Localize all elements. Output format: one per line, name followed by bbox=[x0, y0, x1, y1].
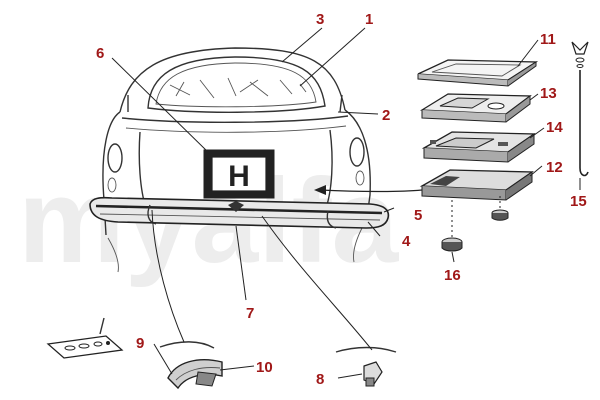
taillights bbox=[107, 137, 365, 193]
callout-10: 10 bbox=[256, 359, 273, 376]
leader-lines bbox=[111, 27, 581, 379]
bumper-guard-rubber bbox=[167, 359, 223, 390]
bumper-bracket-arcs bbox=[159, 341, 397, 353]
tray-14 bbox=[421, 131, 537, 163]
callout-numbers: 1 2 3 4 5 6 7 8 9 10 11 12 13 14 15 16 bbox=[96, 11, 587, 388]
wing-nut-rod bbox=[571, 41, 589, 177]
tray-insert-13 bbox=[419, 93, 532, 123]
callout-11: 11 bbox=[540, 31, 556, 48]
callout-9: 9 bbox=[136, 335, 144, 352]
rubber-grommets bbox=[441, 209, 509, 252]
callout-7: 7 bbox=[246, 305, 254, 322]
license-plate-holder: H bbox=[203, 149, 275, 199]
callout-12: 12 bbox=[546, 159, 563, 176]
callout-15: 15 bbox=[570, 193, 587, 210]
plate-letter: H bbox=[228, 160, 250, 193]
rear-window bbox=[147, 56, 326, 113]
callout-3: 3 bbox=[316, 11, 324, 28]
bumper-trim-strip bbox=[46, 317, 124, 359]
callout-6: 6 bbox=[96, 45, 104, 62]
callout-16: 16 bbox=[444, 267, 461, 284]
callout-5: 5 bbox=[414, 207, 422, 224]
callout-4: 4 bbox=[402, 233, 411, 250]
callout-14: 14 bbox=[546, 119, 563, 136]
rear-bumper bbox=[89, 196, 390, 229]
callout-1: 1 bbox=[365, 11, 373, 28]
location-arrow bbox=[314, 185, 423, 195]
callout-8: 8 bbox=[316, 371, 324, 388]
callout-13: 13 bbox=[540, 85, 557, 102]
tray-lid-11 bbox=[417, 59, 539, 87]
callout-2: 2 bbox=[382, 107, 390, 124]
bumper-bolt bbox=[363, 361, 383, 387]
tray-base-12 bbox=[419, 169, 535, 201]
assembly-guide-lines bbox=[451, 196, 501, 238]
